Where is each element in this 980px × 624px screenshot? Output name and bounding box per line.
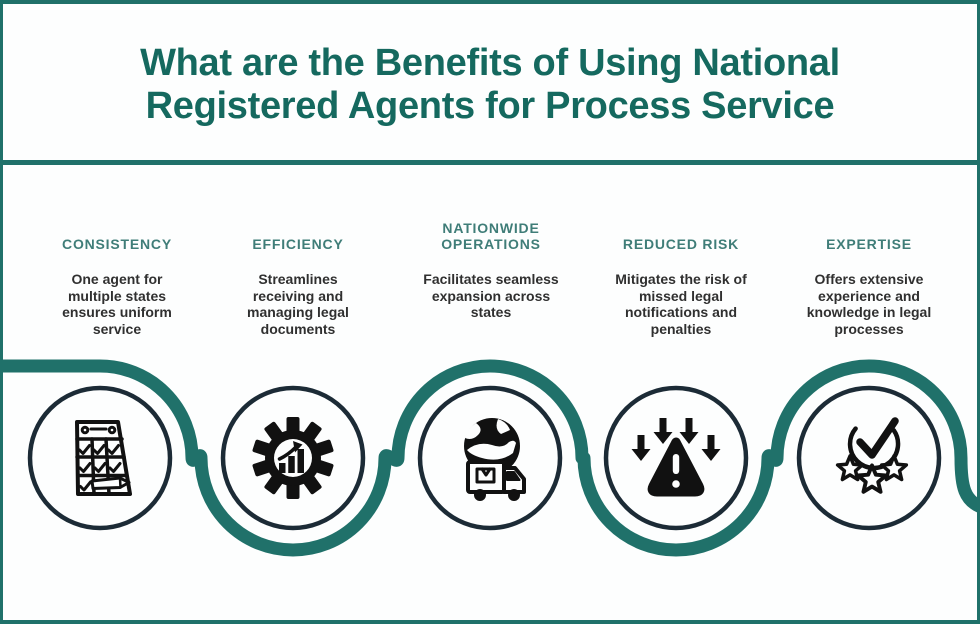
benefit-heading: EXPERTISE [826,236,912,252]
benefit-description: Mitigates the risk of missed legal notif… [615,271,747,337]
title-line-2: Registered Agents for Process Service [145,85,835,127]
checklist-icon [75,420,132,496]
benefit-description: Facilitates seamless expansion across st… [423,271,559,320]
benefit-description: Streamlines receiving and managing legal… [247,271,349,337]
benefit-heading: NATIONWIDE OPERATIONS [441,220,541,252]
benefit-column-expertise: EXPERTISE Offers extensive experience an… [779,216,959,337]
page-title: What are the Benefits of Using National … [140,42,840,128]
benefit-column-nationwide-operations: NATIONWIDE OPERATIONS Facilitates seamle… [401,216,581,321]
benefit-heading: EFFICIENCY [252,236,344,252]
check-stars-icon [835,417,909,494]
benefit-description: One agent for multiple states ensures un… [62,271,172,337]
benefit-column-reduced-risk: REDUCED RISK Mitigates the risk of misse… [591,216,771,337]
benefit-heading: CONSISTENCY [62,236,172,252]
globe-truck-icon [464,418,526,501]
header: What are the Benefits of Using National … [3,4,977,165]
title-line-1: What are the Benefits of Using National [140,42,840,84]
benefit-heading: REDUCED RISK [622,236,740,252]
growth-gear-icon [252,417,334,499]
benefit-description: Offers extensive experience and knowledg… [806,271,932,337]
benefit-column-efficiency: EFFICIENCY Streamlines receiving and man… [208,216,388,337]
warning-arrows-icon [631,418,721,497]
icon-circle-expertise [796,385,942,531]
benefit-column-consistency: CONSISTENCY One agent for multiple state… [27,216,207,337]
wave-line [3,359,977,557]
benefits-row: CONSISTENCY One agent for multiple state… [3,216,977,366]
